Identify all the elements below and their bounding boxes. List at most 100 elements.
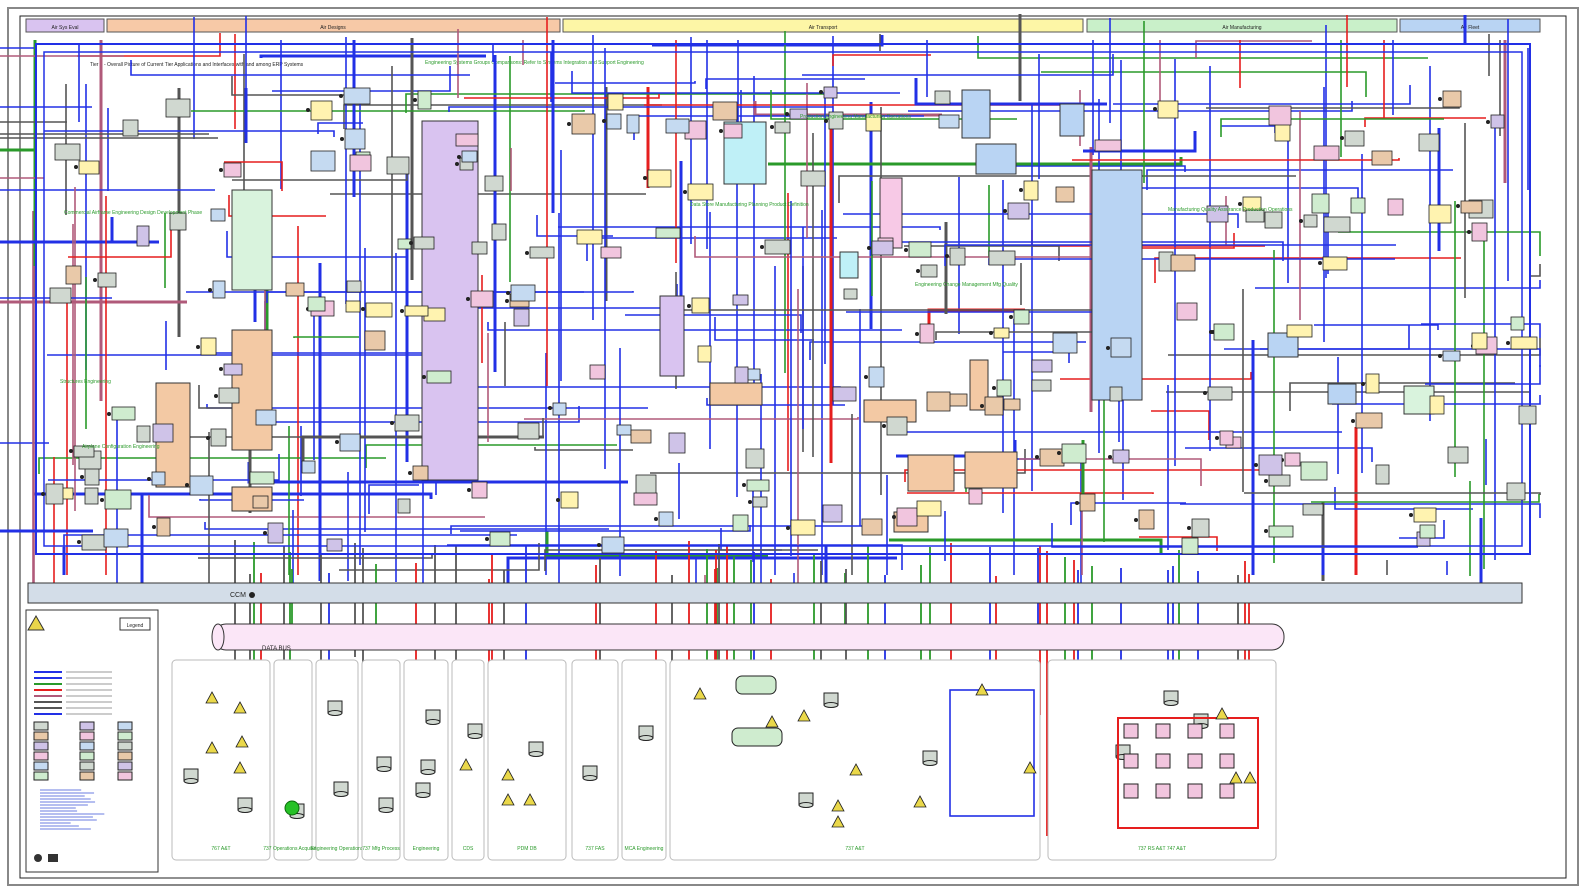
component-box [1511,337,1537,349]
connector-node [683,190,687,194]
connector-node [1264,479,1268,483]
legend-swatch [118,762,132,770]
database-icon [1220,754,1234,768]
component-box [577,230,602,244]
component-box [268,523,283,543]
connector-node [1254,463,1258,467]
component-box [1491,115,1504,128]
connector-node [152,525,156,529]
component-box [572,114,595,134]
connector-node [1238,202,1242,206]
component-box [347,281,361,292]
component-box [666,119,689,133]
connector-node [1506,341,1510,345]
connector-node [760,245,764,249]
connector-node [864,375,868,379]
legend-swatch [118,732,132,740]
component-box [253,496,268,508]
database-icon [529,752,543,757]
system-block-peach-4 [710,383,762,405]
component-box [1443,351,1460,361]
component-box [1351,198,1365,213]
component-box [346,301,360,312]
connector-node [77,540,81,544]
component-box [1177,303,1197,320]
connector-node [1134,518,1138,522]
component-box [46,484,63,504]
connector-node [915,332,919,336]
component-box [747,480,769,491]
column-label: MCA Engineering [625,846,664,852]
component-box [1372,151,1392,165]
connector-node [147,477,151,481]
database-icon [421,770,435,775]
component-box [530,247,554,258]
component-box [311,101,332,120]
component-box [921,265,937,277]
system-block-mint-2 [1404,386,1434,414]
column-label: 737 FAS [585,846,605,852]
component-box [935,91,950,104]
component-box [648,170,671,187]
component-box [137,226,149,246]
legend-swatch [118,722,132,730]
connector-node [1203,391,1207,395]
component-box [219,388,239,403]
component-box [1014,310,1029,324]
connector-node [597,543,601,547]
database-icon [1164,701,1178,706]
database-icon [1156,754,1170,768]
component-box [844,289,857,299]
component-box [153,424,173,442]
component-box [366,303,392,317]
database-icon [426,720,440,725]
connector-node [1264,529,1268,533]
component-box [350,155,371,171]
component-box [1303,504,1323,515]
status-green-icon [285,801,299,815]
system-block-lightblue-6 [1328,384,1356,404]
column-label: Engineering [413,846,440,852]
component-box [414,237,434,249]
connector-node [1467,230,1471,234]
header-sections: Air Sys Eval Air Designs Air Transport A… [26,19,1540,32]
note-text: Commercial Airframe Engineering Design D… [64,210,202,216]
data-bus-label: DATA BUS [262,646,291,652]
component-box [1004,399,1020,410]
connector-node [485,537,489,541]
database-icon [334,792,348,797]
connector-node [785,112,789,116]
legend-title: Legend [127,623,144,629]
bottom-columns: 767 A&T737 Operations AcquisitionEnginee… [172,660,1276,860]
component-box [492,224,506,240]
component-box [950,248,965,265]
legend-swatch [118,742,132,750]
database-icon [184,779,198,784]
connector-node [525,251,529,255]
database-icon [1220,724,1234,738]
database-icon [379,808,393,813]
connector-node [1438,354,1442,358]
component-box [627,115,639,133]
database-icon [1220,784,1234,798]
component-box [1420,525,1435,538]
component-box [1519,406,1536,424]
component-box [969,489,982,504]
database-icon [799,803,813,808]
note-text: Engineering Change Management Mfg Qualit… [915,282,1018,288]
system-block-cyan-2 [840,252,858,278]
system-block-pink [880,178,902,248]
legend-swatch [34,752,48,760]
connector-node [263,531,267,535]
component-box [1507,483,1525,500]
component-box [692,298,709,313]
component-box [753,497,767,507]
component-box [85,488,98,504]
connector-node [505,299,509,303]
component-box [1032,380,1051,391]
component-box [1269,475,1290,486]
component-box [137,426,150,442]
legend-swatch [34,762,48,770]
ccm-bus-label: CCM [230,592,246,599]
